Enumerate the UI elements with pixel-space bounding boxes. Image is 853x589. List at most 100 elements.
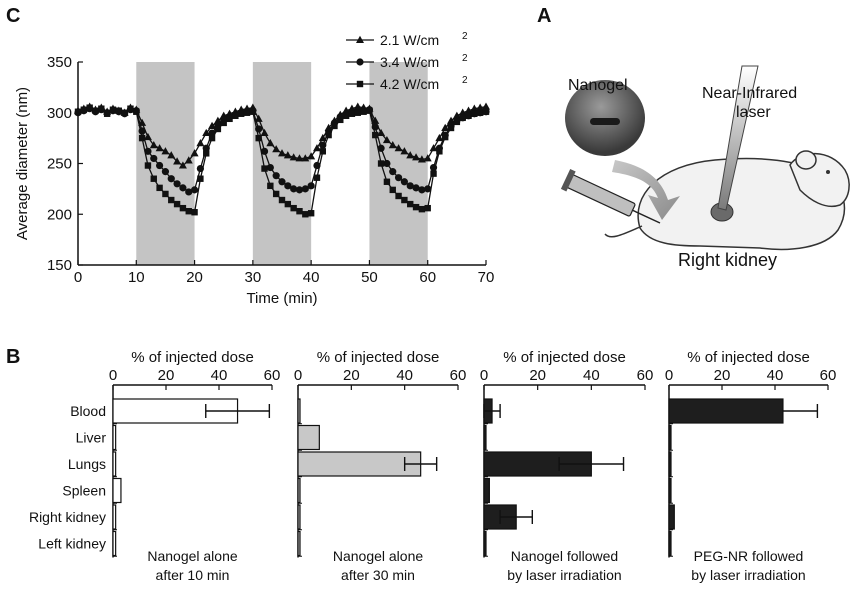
data-point: [412, 153, 421, 161]
x-tick-label: 50: [361, 269, 378, 286]
data-point: [458, 108, 467, 116]
data-point: [272, 145, 281, 153]
data-point: [301, 154, 310, 162]
data-point: [406, 151, 415, 159]
data-point: [260, 147, 269, 155]
data-point: [406, 182, 414, 190]
bar: [112, 504, 117, 530]
x-axis-title: % of injected dose: [687, 349, 810, 366]
data-point: [360, 108, 367, 115]
data-point: [115, 107, 122, 114]
data-point: [388, 141, 397, 149]
x-tick-label: 0: [480, 367, 488, 384]
x-tick-label: 20: [158, 367, 175, 384]
data-point: [127, 105, 134, 112]
data-point: [435, 133, 444, 142]
data-point: [190, 149, 199, 157]
data-point: [103, 110, 111, 117]
error-bar: [499, 510, 533, 524]
data-point: [266, 163, 274, 172]
data-point: [272, 172, 280, 180]
data-point: [354, 109, 361, 116]
data-point: [395, 192, 402, 200]
data-point: [342, 112, 350, 119]
bar: [112, 424, 117, 451]
bar: [112, 477, 122, 504]
data-point: [417, 155, 426, 163]
data-point: [220, 119, 227, 127]
bar: [297, 504, 301, 530]
mouse-tail-icon: [604, 225, 643, 238]
data-point: [296, 208, 303, 215]
y-tick-label: 250: [47, 156, 72, 173]
data-point: [179, 204, 187, 212]
bar: [668, 451, 672, 477]
data-point: [161, 147, 170, 155]
y-tick-label: 350: [47, 54, 72, 71]
data-point: [121, 109, 128, 116]
bar: [668, 504, 675, 530]
data-point: [302, 211, 309, 218]
category-label: Right kidney: [29, 509, 106, 525]
data-point: [109, 106, 117, 113]
data-point: [389, 186, 396, 194]
bar: [112, 451, 117, 477]
data-point: [144, 147, 152, 155]
data-point: [150, 154, 158, 163]
data-point: [278, 149, 286, 157]
data-point: [261, 165, 268, 172]
x-tick-label: 40: [211, 367, 228, 384]
data-point: [307, 152, 316, 160]
data-point: [319, 148, 326, 155]
x-tick-label: 30: [245, 269, 262, 286]
error-bar: [558, 457, 625, 471]
data-point: [98, 105, 105, 112]
error-bar: [403, 457, 438, 471]
data-point: [295, 186, 304, 194]
data-point: [453, 118, 461, 126]
data-point: [307, 182, 315, 190]
data-point: [173, 157, 182, 165]
data-point: [394, 174, 403, 182]
laser-label-line1: Near-Infrared: [702, 85, 797, 102]
data-point: [179, 184, 187, 192]
category-label: Spleen: [62, 483, 106, 499]
bar: [668, 398, 784, 424]
category-label: Liver: [76, 430, 107, 446]
caption-line-2: by laser irradiation: [507, 567, 621, 583]
bar: [297, 451, 422, 477]
data-point: [138, 134, 146, 142]
panel-label-a: A: [537, 5, 551, 27]
caption-line-1: PEG-NR followed: [694, 548, 804, 564]
x-tick-label: 0: [294, 367, 302, 384]
data-point: [290, 204, 297, 212]
data-point: [232, 112, 239, 119]
data-point: [394, 144, 403, 152]
nanogel-label: Nanogel: [568, 77, 628, 94]
data-point: [383, 159, 391, 168]
data-point: [185, 188, 193, 196]
data-point: [272, 190, 280, 198]
data-point: [400, 178, 408, 186]
data-point: [325, 131, 332, 139]
data-point: [196, 139, 205, 147]
caption-line-1: Nanogel alone: [333, 548, 424, 564]
bar: [297, 477, 301, 504]
data-point: [447, 124, 455, 132]
data-point: [278, 178, 286, 186]
data-point: [150, 175, 157, 182]
x-tick-label: 60: [450, 367, 467, 384]
data-point: [423, 154, 432, 162]
data-point: [214, 125, 222, 133]
data-point: [383, 178, 391, 185]
bar: [297, 424, 320, 451]
bar: [112, 530, 117, 557]
data-point: [184, 156, 193, 164]
data-point: [167, 151, 176, 159]
data-point: [290, 185, 298, 193]
data-point: [92, 107, 99, 114]
data-point: [283, 151, 292, 159]
